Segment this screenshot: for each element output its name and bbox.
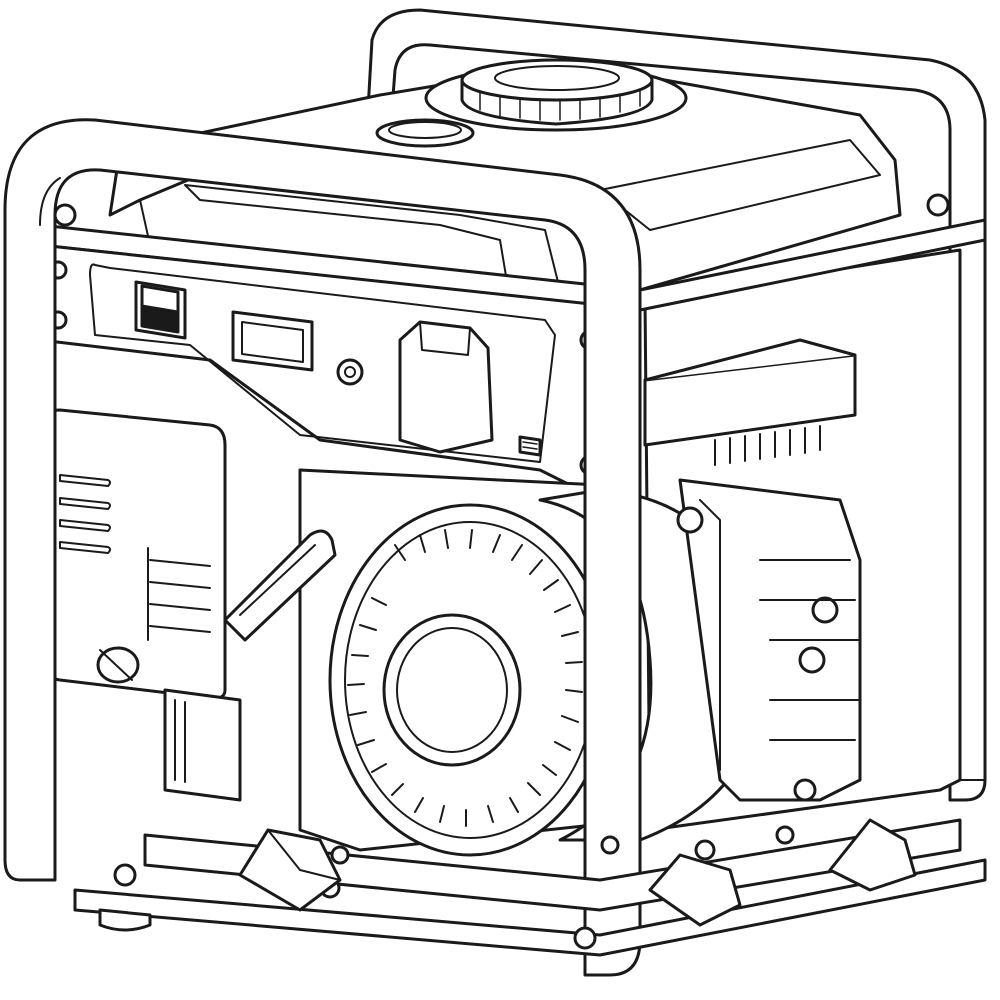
vent-cap bbox=[375, 118, 475, 148]
outlet-cover bbox=[398, 320, 494, 454]
indicator-lamp bbox=[336, 358, 364, 386]
indicator-window bbox=[231, 310, 314, 372]
ground-terminal bbox=[518, 435, 542, 457]
recoil-vents bbox=[347, 529, 583, 827]
heat-sink bbox=[643, 338, 857, 466]
choke-lever bbox=[223, 529, 337, 642]
base-frame bbox=[73, 818, 987, 957]
engine-mount-right bbox=[648, 818, 917, 927]
filter-knob bbox=[96, 646, 140, 684]
front-frame bbox=[3, 118, 642, 977]
fuel-cap bbox=[424, 58, 688, 132]
frame-bolts bbox=[330, 825, 795, 865]
engine-mount-left bbox=[238, 828, 342, 912]
power-switch bbox=[134, 280, 187, 340]
alternator bbox=[676, 478, 862, 802]
